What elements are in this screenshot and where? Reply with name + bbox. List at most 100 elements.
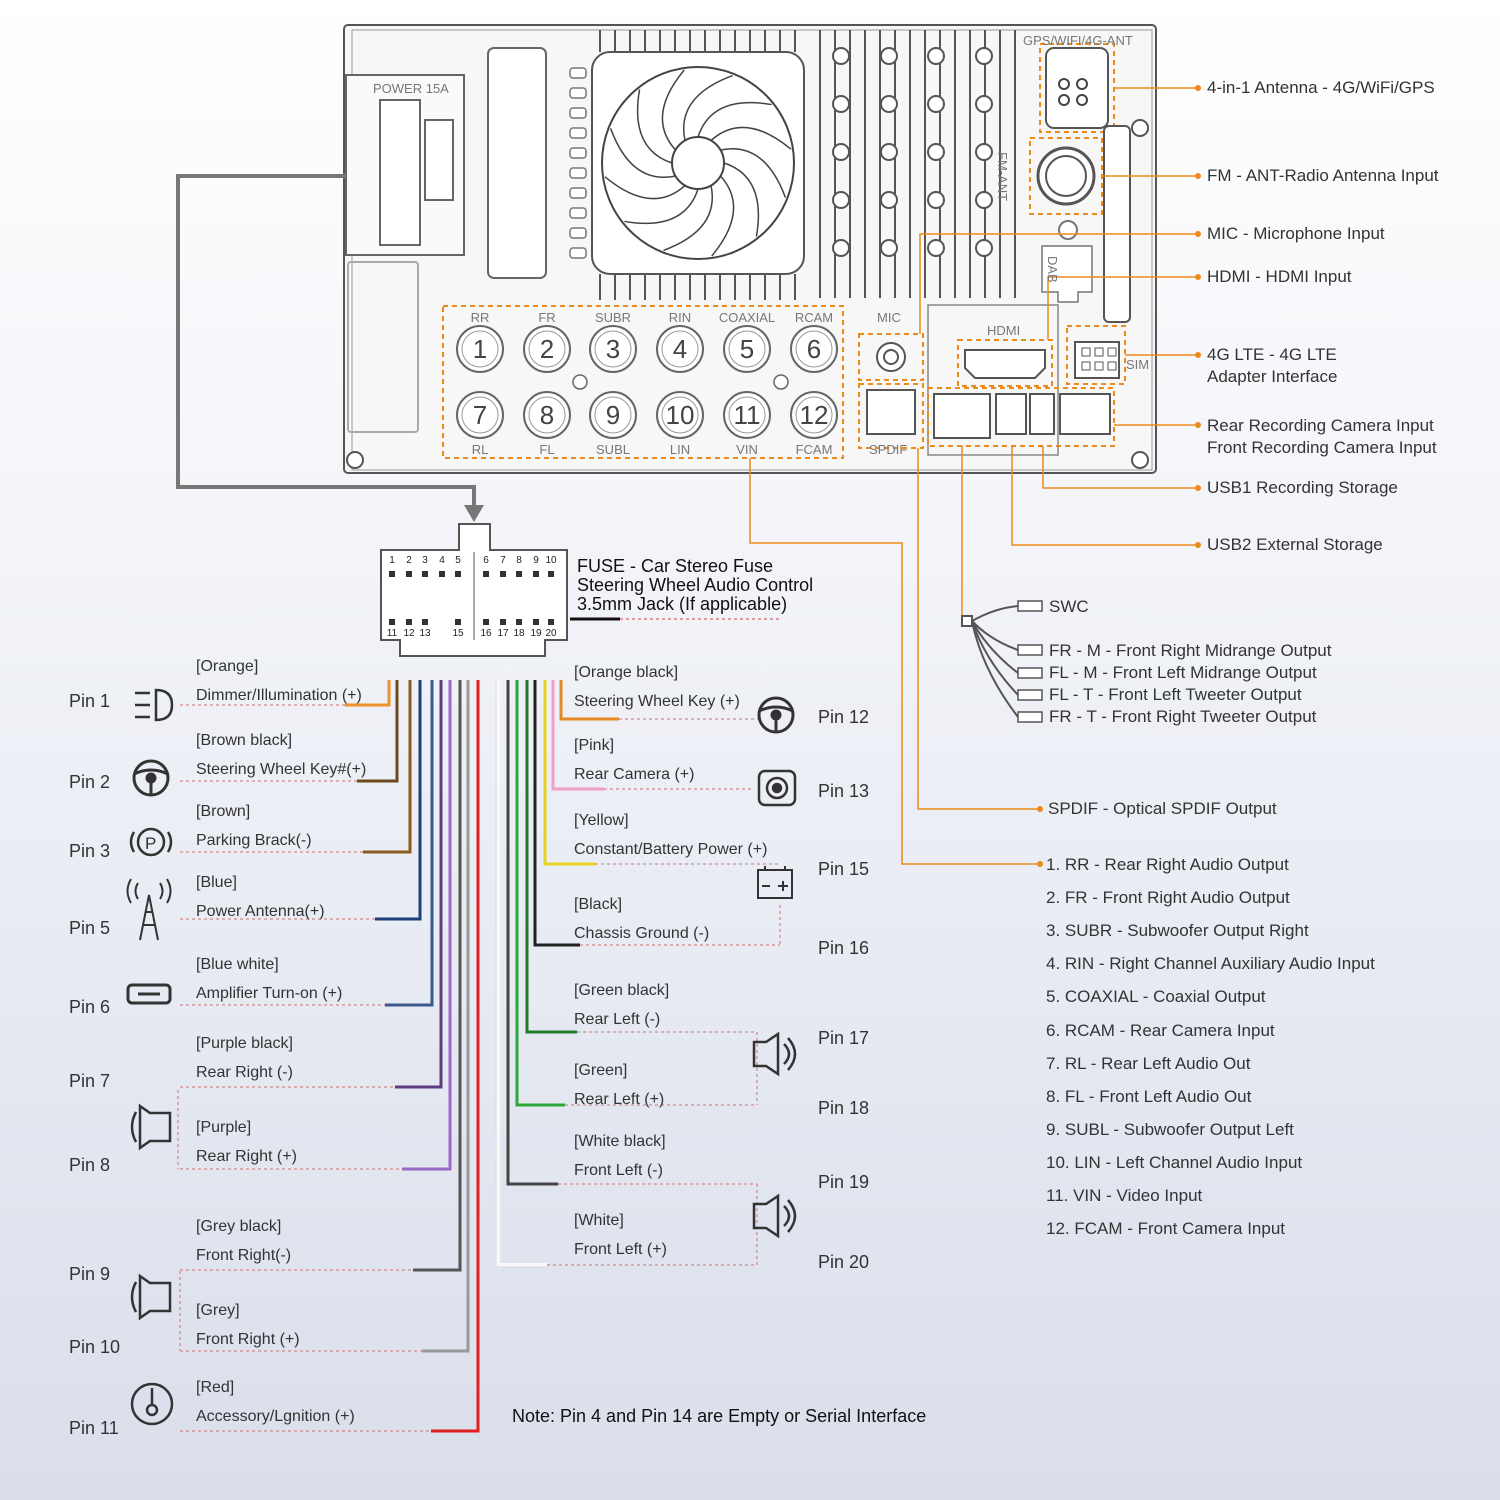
callout-lte-1: 4G LTE - 4G LTE [1207,345,1337,364]
wire [431,680,480,1433]
rca-jack-ring [728,330,766,368]
heatsink-post [832,95,850,113]
rca-bottom-label: RL [471,442,489,457]
heatsink-post [975,47,993,65]
rca-jacks [456,325,838,439]
rca-jack-ring [461,396,499,434]
wire-color-label: [Blue white] [196,956,279,973]
heatsink-post [927,239,945,257]
wire-color-label: [Brown black] [196,732,293,749]
wire-function-label: Constant/Battery Power (+) [574,841,768,858]
pin-dot [422,619,428,625]
wire [515,680,565,1107]
rca-list-item: 12. FCAM - Front Camera Input [1046,1219,1286,1239]
fan-blade [710,126,792,150]
spdif-port-label: SPDIF [869,442,908,457]
hdmi-port-label: HDMI [987,323,1021,338]
callout-dots [1037,85,1201,867]
rca-list-item: 4. RIN - Right Channel Auxiliary Audio I… [1046,954,1375,974]
wire-color-label: [Black] [574,896,623,913]
speaker-icon [130,1103,172,1321]
swc-output-item: FL - M - Front Left Midrange Output [1049,663,1317,682]
rca-jack-ring [728,396,766,434]
rca-bottom-label: FCAM [795,442,833,457]
callout-usb1: USB1 Recording Storage [1207,478,1398,497]
wire [363,680,412,854]
heatsink-post [832,239,850,257]
wire-function-label: Steering Wheel Key (+) [574,693,740,710]
side-tab [569,87,587,99]
wire [402,680,452,1171]
rca-top-label: RIN [668,310,692,325]
heatsink-post [975,95,993,113]
callout-hdmi: HDMI - HDMI Input [1207,267,1352,286]
rca-block [442,305,844,459]
fuse-line-3: 3.5mm Jack (If applicable) [577,594,788,614]
fm-port-label: FM-ANT [995,152,1010,202]
battery-icon [757,866,793,899]
heatsink-post [880,143,898,161]
pin-number-label: Pin 15 [818,859,870,879]
connector-pin-bottom: 15 [452,628,464,639]
rca-jack [456,391,504,439]
wire-function-label: Front Right (+) [196,1331,300,1348]
rca-bottom-number: 7 [472,400,488,430]
side-tab [569,67,587,79]
rca-bottom-number: 8 [539,400,555,430]
connector-pin-top: 4 [439,555,445,566]
wire-color-label: [Orange] [196,658,259,675]
pin-number-label: Pin 12 [818,707,870,727]
steering-wheel-icon [132,759,170,797]
heatsink-post [880,239,898,257]
rca-list-item: 9. SUBL - Subwoofer Output Left [1046,1119,1294,1139]
rca-top-number: 5 [739,334,755,364]
pin-dot [483,619,489,625]
callout-usb2: USB2 External Storage [1207,535,1383,554]
wire-function-label: Front Left (+) [574,1241,667,1258]
sim-port-label: SIM [1126,357,1150,372]
right-wire-bundle [495,680,619,1268]
pin-number-label: Pin 16 [818,938,870,958]
wire-color-label: [Red] [196,1379,235,1396]
wire-function-label: Rear Right (+) [196,1148,297,1165]
rca-bottom-number: 10 [665,400,695,430]
hdmi-port [927,304,1059,456]
fan-blade [711,175,735,257]
rca-jack-ring [594,330,632,368]
callout-fm: FM - ANT-Radio Antenna Input [1207,166,1439,185]
fan-blade [636,89,673,164]
connector-pin-top: 2 [406,555,412,566]
heatsink-post [975,239,993,257]
rca-list-item: 6. RCAM - Rear Camera Input [1046,1020,1275,1040]
left-wire-bundle [345,680,480,1433]
rca-jack [656,391,704,439]
side-tab [569,247,587,259]
connector-pins [389,571,554,625]
connector-pin-top: 5 [455,555,461,566]
side-tab [569,107,587,119]
connector-pin-bottom: 20 [545,628,557,639]
callout-mic: MIC - Microphone Input [1207,224,1385,243]
connector-pin-bottom: 17 [497,628,509,639]
rca-top-number: 6 [806,334,822,364]
antenna-port [1039,43,1115,133]
pin-number-label: Pin 5 [69,918,111,938]
sim-port [1066,325,1126,385]
rca-bottom-label: VIN [736,442,758,457]
side-tabs [569,67,587,259]
fan-blade [609,128,676,178]
heatsink-post [880,47,898,65]
pin-number-label: Pin 2 [69,772,111,792]
heatsink-post [832,143,850,161]
wire-function-label: Steering Wheel Key#(+) [196,761,367,778]
connector-pin-top: 9 [533,555,539,566]
harness-route [176,174,476,508]
rca-jack [456,325,504,373]
wire-color-label: [White] [574,1212,624,1229]
side-tab [569,147,587,159]
rca-jack [523,391,571,439]
rca-list-item: 8. FL - Front Left Audio Out [1046,1086,1252,1106]
side-tab [569,127,587,139]
dab-port-label: DAB [1045,256,1060,283]
